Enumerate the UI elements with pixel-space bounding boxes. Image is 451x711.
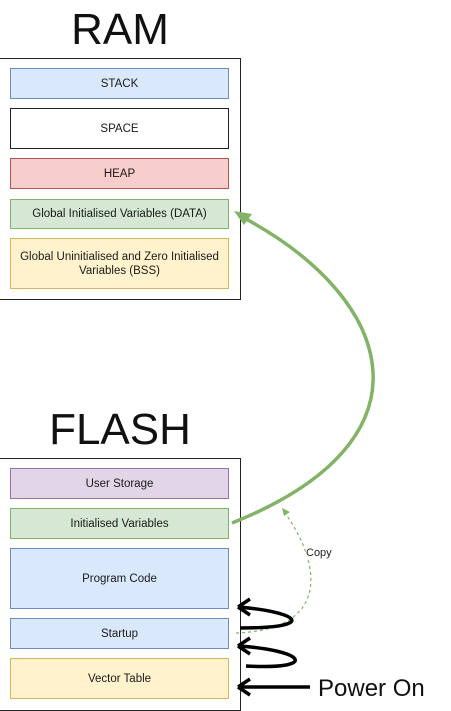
- ram-stack-block: STACK: [10, 68, 229, 99]
- vector-to-startup-arrow: [237, 644, 297, 669]
- startup-to-program-arrow: [237, 605, 294, 630]
- copy-arrow-dashed: [235, 512, 312, 634]
- copy-arrow-dashed-head: [282, 508, 290, 516]
- flash-startup-block: Startup: [10, 618, 229, 649]
- flash-vector-table-block: Vector Table: [10, 658, 229, 699]
- power-on-label: Power On: [318, 675, 425, 702]
- ram-title: RAM: [71, 5, 169, 54]
- flash-panel: User Storage Initialised Variables Progr…: [0, 458, 241, 711]
- flash-initialised-variables-block: Initialised Variables: [10, 508, 229, 539]
- copy-arrow-solid: [231, 217, 375, 525]
- ram-panel: STACK SPACE HEAP Global Initialised Vari…: [0, 58, 241, 300]
- flash-user-storage-block: User Storage: [10, 468, 229, 499]
- ram-bss-block: Global Uninitialised and Zero Initialise…: [10, 238, 229, 289]
- copy-label: Copy: [306, 547, 332, 559]
- flash-title: FLASH: [49, 405, 191, 454]
- ram-space-block: SPACE: [10, 108, 229, 149]
- ram-data-block: Global Initialised Variables (DATA): [10, 199, 229, 229]
- ram-heap-block: HEAP: [10, 158, 229, 189]
- flash-program-code-block: Program Code: [10, 548, 229, 609]
